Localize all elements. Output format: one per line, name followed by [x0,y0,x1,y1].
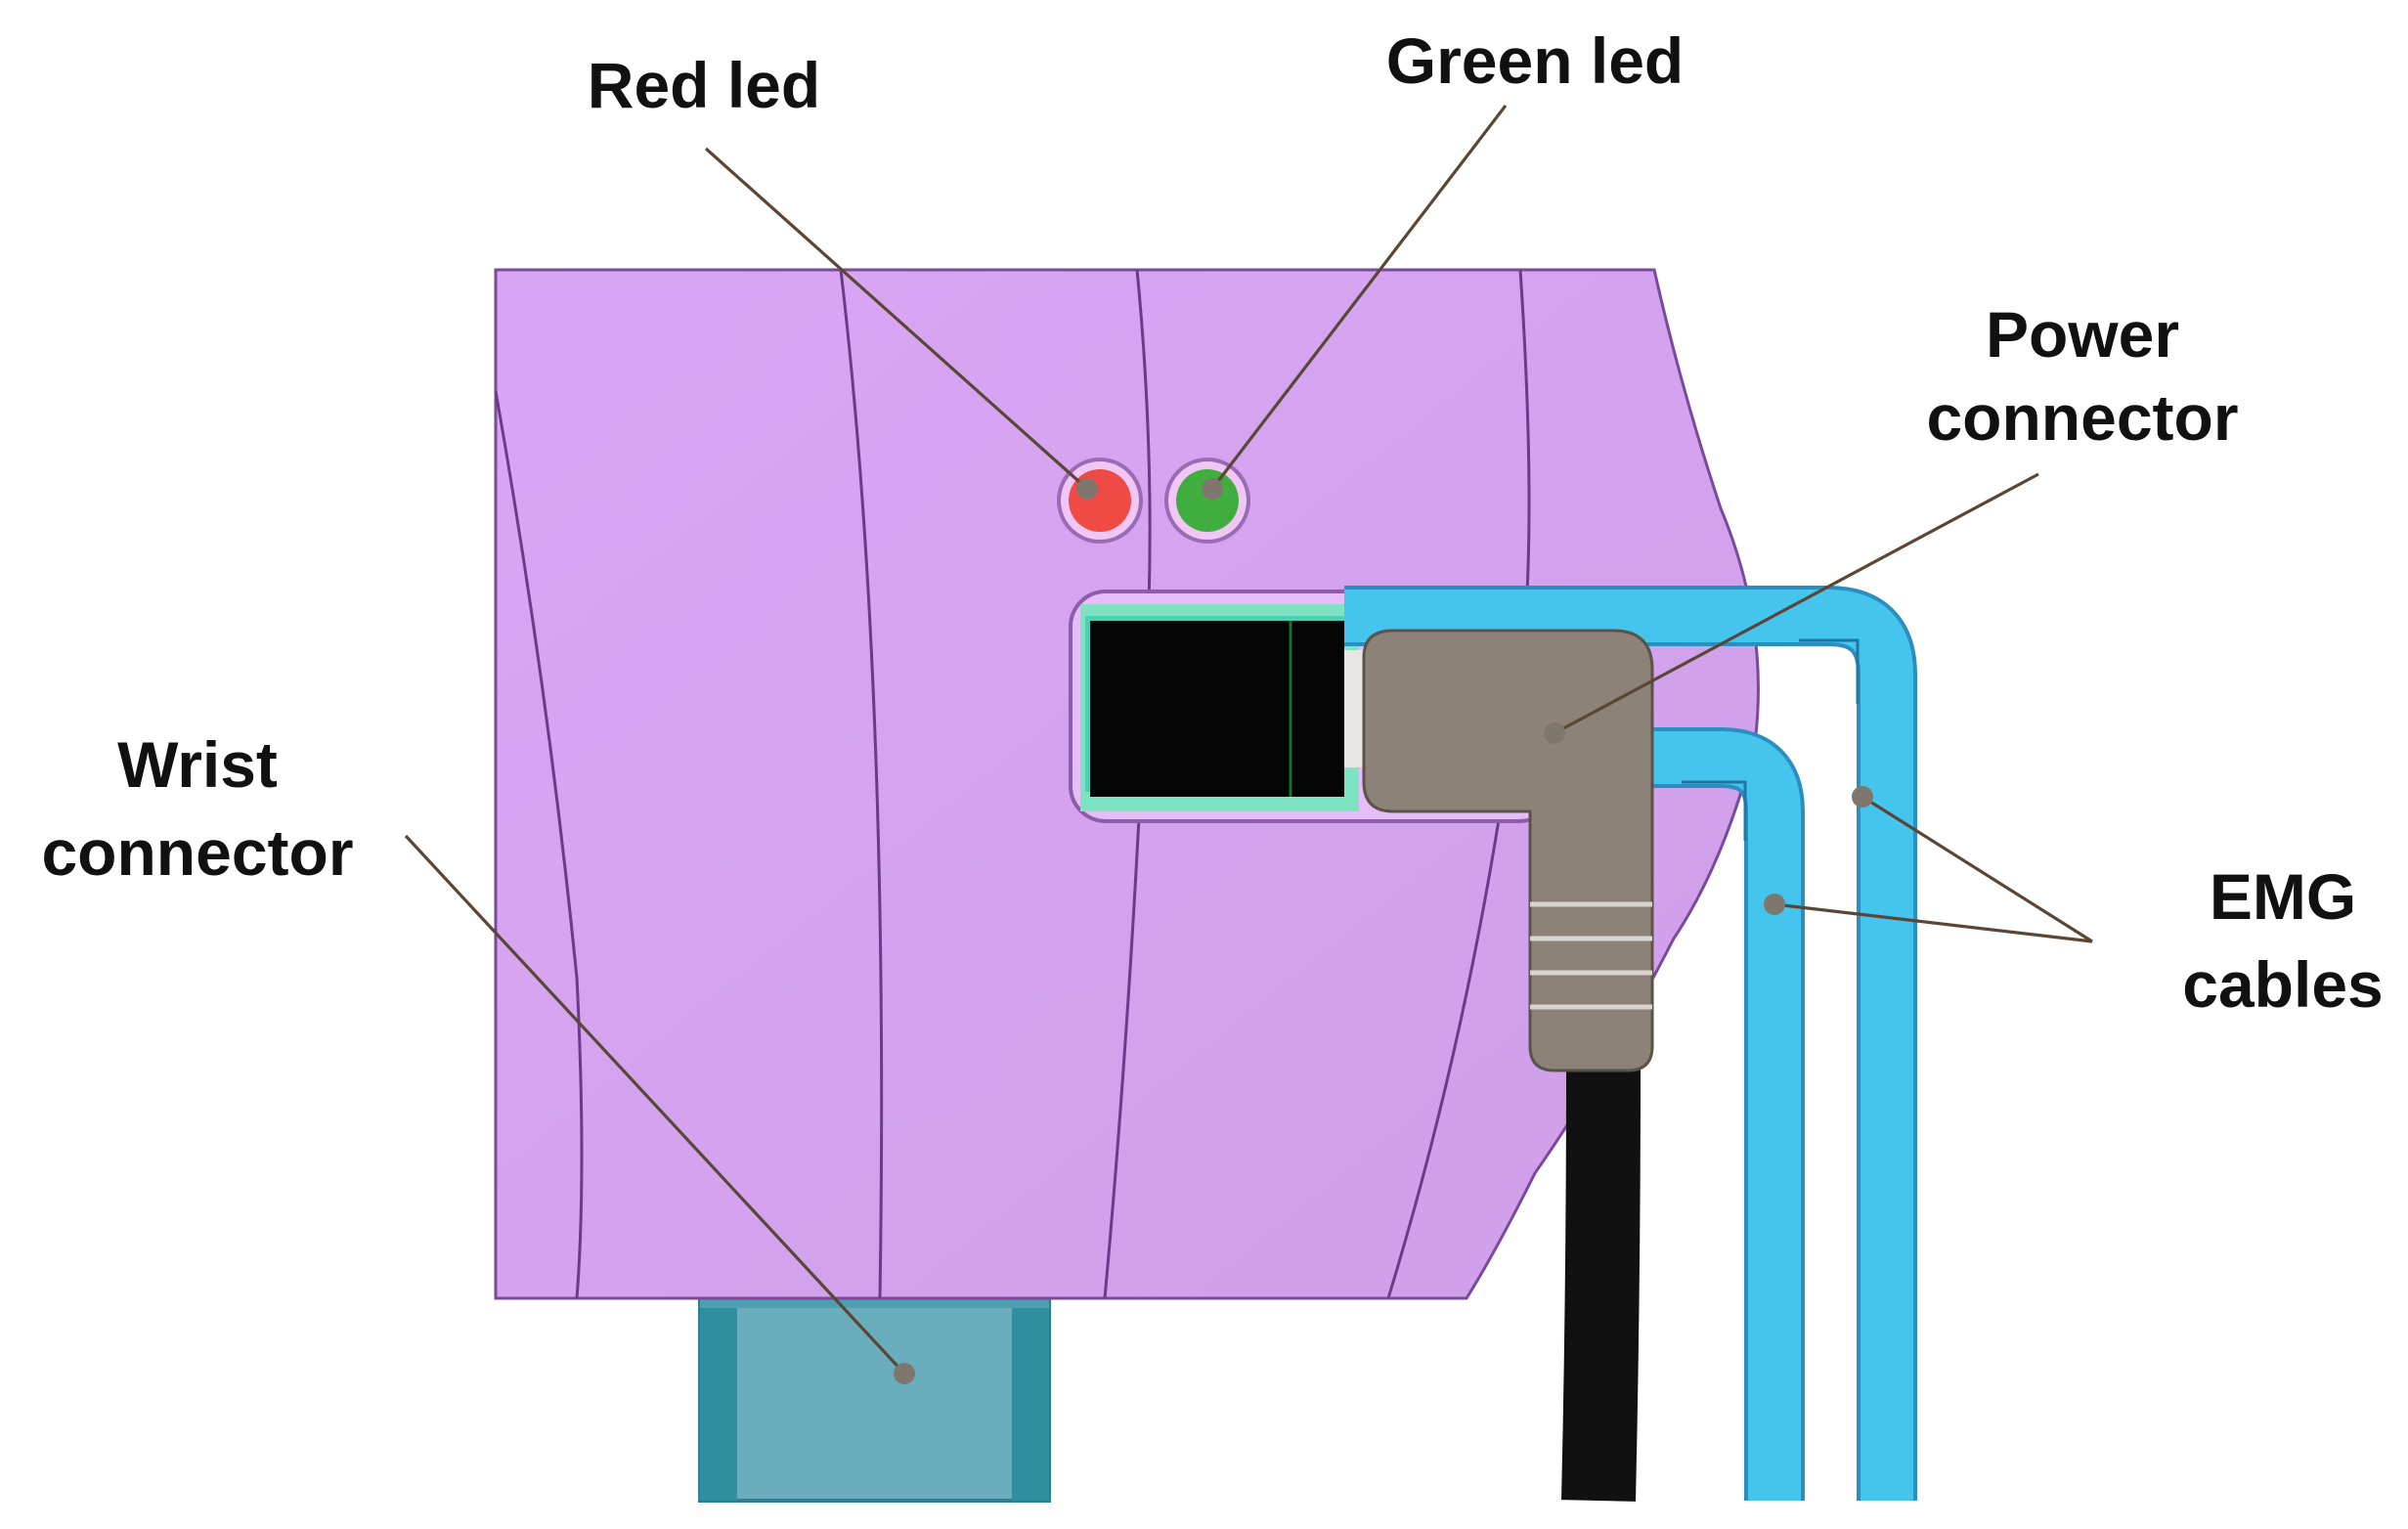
emg-cables-label-line1: EMG [2210,860,2356,933]
wrist-connector-label-line2: connector [41,816,353,889]
wrist-connector [698,1279,1051,1503]
power-connector-label-line2: connector [1926,381,2238,454]
power-connector-label-line1: Power [1986,298,2179,371]
emg-cables-label-line2: cables [2182,948,2383,1021]
emg-cables [1344,586,1917,1501]
green-led [1164,458,1250,544]
wrist-connector-label-line1: Wrist [117,728,278,801]
power-connector [1344,629,1654,1072]
red-led-label: Red led [588,49,820,121]
leader-dots [894,478,1873,1384]
power-cable [1561,1065,1641,1502]
leader-lines [404,105,2093,1376]
red-led [1057,458,1143,544]
green-led-label: Green led [1386,24,1684,97]
